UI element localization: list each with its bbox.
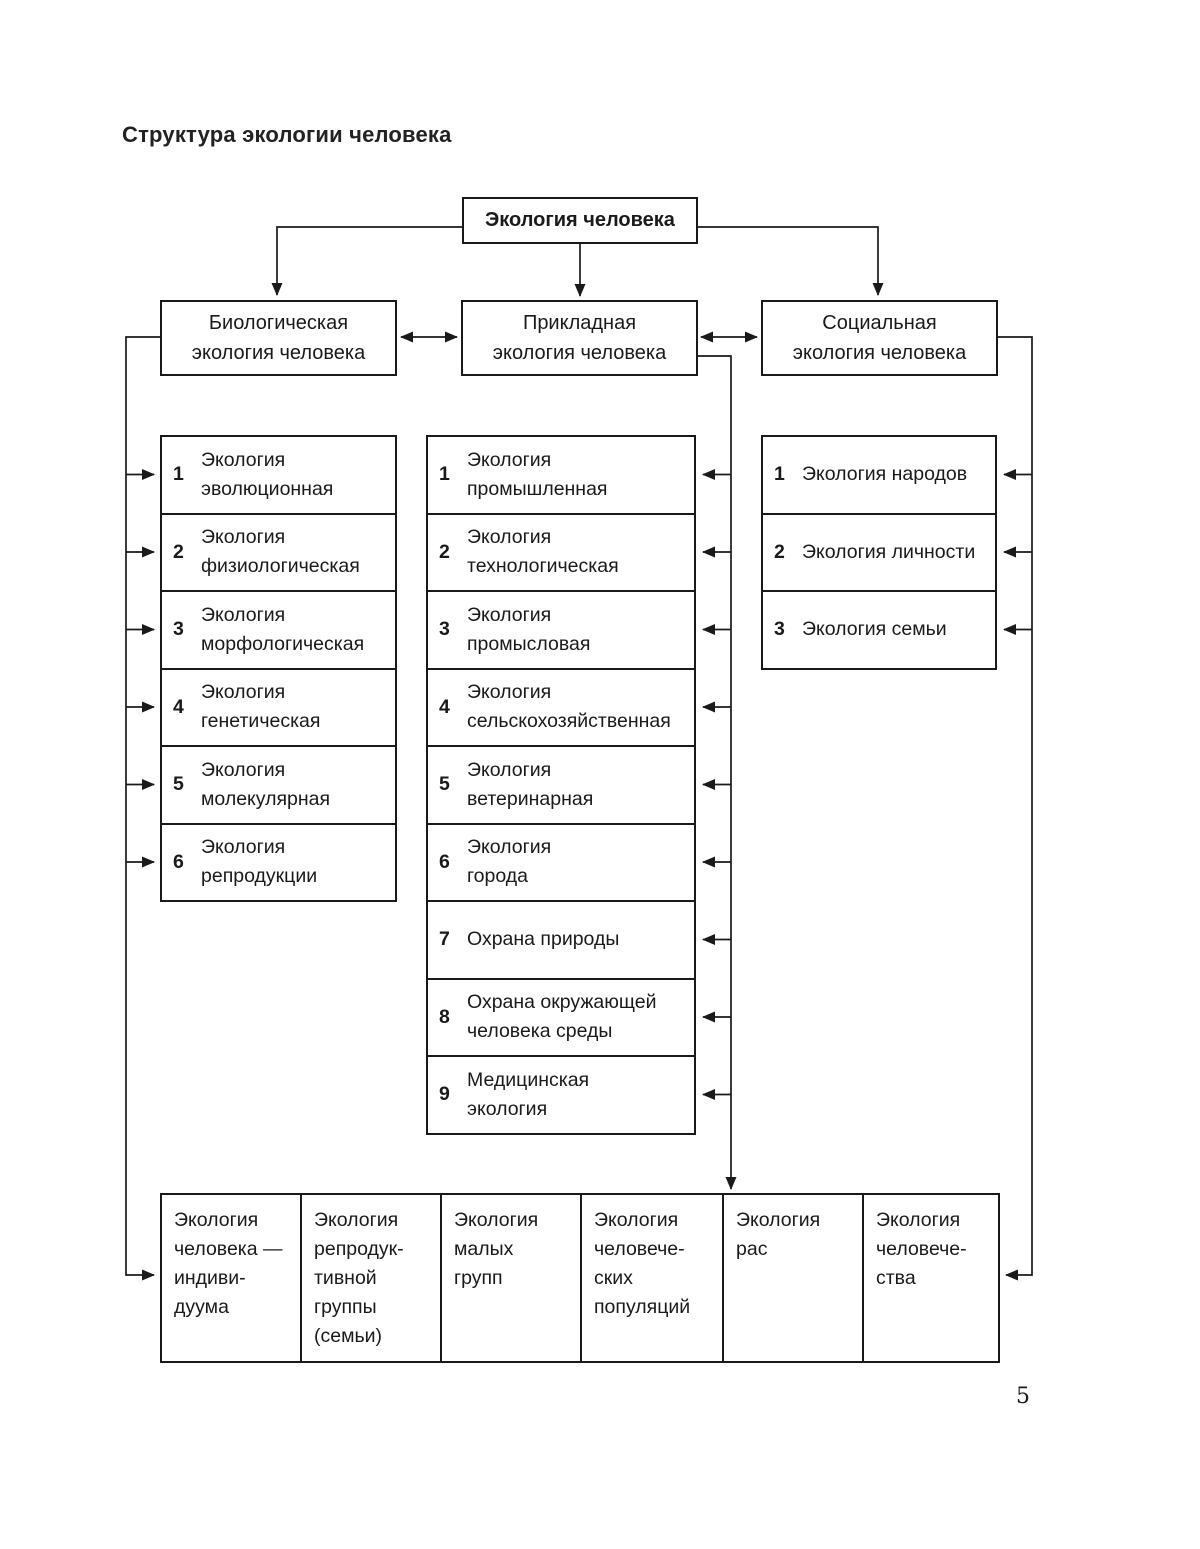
social-feeder-line xyxy=(997,336,1033,1281)
bio-item: 3 Экология морфологическая xyxy=(160,590,397,670)
bottom-cell: Экология репродук- тивной группы (семьи) xyxy=(302,1195,442,1361)
branch-label-line2: экология человека xyxy=(492,342,667,364)
branch-box-social: Социальная экология человека xyxy=(761,300,998,376)
item-label: Экология промышленная xyxy=(467,448,608,500)
item-number: 4 xyxy=(439,695,450,718)
item-number: 2 xyxy=(774,540,785,563)
item-label: Экология морфологическая xyxy=(201,603,365,655)
bottom-row: Экология человека — индиви- дуума Эколог… xyxy=(160,1193,1000,1363)
applied-items-stack: 1 Экология промышленная 2 Экология техно… xyxy=(426,435,696,1135)
bio-item: 4 Экология генетическая xyxy=(160,667,397,747)
social-items-stack: 1 Экология народов 2 Экология личности 3… xyxy=(761,435,997,670)
item-label: Экология города xyxy=(467,836,552,888)
item-number: 5 xyxy=(439,773,450,796)
branch-label-line2: экология человека xyxy=(792,342,967,364)
root-box: Экология человека xyxy=(462,197,698,244)
branch-box-biological: Биологическая экология человека xyxy=(160,300,397,376)
item-number: 2 xyxy=(439,540,450,563)
applied-item: 2 Экология технологическая xyxy=(426,512,696,592)
bottom-cell: Экология человече- ских популяций xyxy=(582,1195,724,1361)
item-number: 4 xyxy=(173,695,184,718)
item-label: Экология личности xyxy=(802,540,976,563)
item-label: Экология генетическая xyxy=(201,681,321,733)
root-to-bio-line xyxy=(271,226,462,296)
item-label: Экология репродукции xyxy=(201,836,318,888)
root-box-label: Экология человека xyxy=(485,209,675,231)
applied-item: 8 Охрана окружающей человека среды xyxy=(426,977,696,1057)
item-number: 1 xyxy=(774,463,785,486)
item-label: Экология промысловая xyxy=(467,603,591,655)
bottom-cell: Экология человека — индиви- дуума xyxy=(162,1195,302,1361)
applied-item: 6 Экология города xyxy=(426,822,696,902)
bio-item: 5 Экология молекулярная xyxy=(160,745,397,825)
item-number: 3 xyxy=(439,618,450,641)
item-number: 2 xyxy=(173,540,184,563)
item-number: 9 xyxy=(439,1083,450,1106)
page-title: Структура экологии человека xyxy=(122,122,452,147)
applied-feeder-line xyxy=(697,355,737,1190)
item-number: 3 xyxy=(173,618,184,641)
applied-item: 1 Экология промышленная xyxy=(426,435,696,515)
item-label: Экология технологическая xyxy=(467,526,619,578)
applied-item: 4 Экология сельскохозяйственная xyxy=(426,667,696,747)
item-label: Экология молекулярная xyxy=(201,758,331,810)
item-label: Экология сельскохозяйственная xyxy=(467,681,671,733)
page-number: 5 xyxy=(1016,1384,1030,1409)
item-label: Экология семьи xyxy=(802,618,947,641)
item-number: 1 xyxy=(439,463,450,486)
social-item: 2 Экология личности xyxy=(761,512,997,592)
branch-label-line1: Биологическая xyxy=(208,312,349,334)
branch-box-applied: Прикладная экология человека xyxy=(461,300,698,376)
branch-label-line1: Социальная xyxy=(822,312,937,334)
social-item: 3 Экология семьи xyxy=(761,590,997,670)
item-number: 5 xyxy=(173,773,184,796)
bio-item: 6 Экология репродукции xyxy=(160,822,397,902)
item-number: 6 xyxy=(173,850,184,873)
item-label: Охрана окружающей человека среды xyxy=(467,991,657,1043)
bottom-cell: Экология человече- ства xyxy=(876,1209,967,1289)
item-label: Экология физиологическая xyxy=(201,526,360,578)
item-number: 8 xyxy=(439,1005,450,1028)
applied-item: 7 Охрана природы xyxy=(426,900,696,980)
bottom-cell: Экология малых групп xyxy=(442,1195,582,1361)
applied-item: 3 Экология промысловая xyxy=(426,590,696,670)
item-label: Медицинская экология xyxy=(467,1068,590,1120)
item-number: 7 xyxy=(439,928,450,951)
item-label: Экология ветеринарная xyxy=(467,758,594,810)
item-label: Охрана природы xyxy=(467,928,620,951)
item-number: 1 xyxy=(173,463,184,486)
item-label: Экология народов xyxy=(802,463,968,486)
bio-feeder-line xyxy=(125,336,160,1281)
applied-item: 9 Медицинская экология xyxy=(426,1055,696,1135)
branch-label-line1: Прикладная xyxy=(522,312,637,334)
item-number: 6 xyxy=(439,850,450,873)
root-to-social-line xyxy=(698,226,884,296)
item-label: Экология эволюционная xyxy=(201,448,334,500)
bio-items-stack: 1 Экология эволюционная 2 Экология физио… xyxy=(160,435,397,902)
branch-label-line2: экология человека xyxy=(191,342,366,364)
bottom-cell: Экология рас xyxy=(724,1195,864,1361)
bio-item: 1 Экология эволюционная xyxy=(160,435,397,515)
applied-item: 5 Экология ветеринарная xyxy=(426,745,696,825)
item-number: 3 xyxy=(774,618,785,641)
social-item: 1 Экология народов xyxy=(761,435,997,515)
bio-item: 2 Экология физиологическая xyxy=(160,512,397,592)
